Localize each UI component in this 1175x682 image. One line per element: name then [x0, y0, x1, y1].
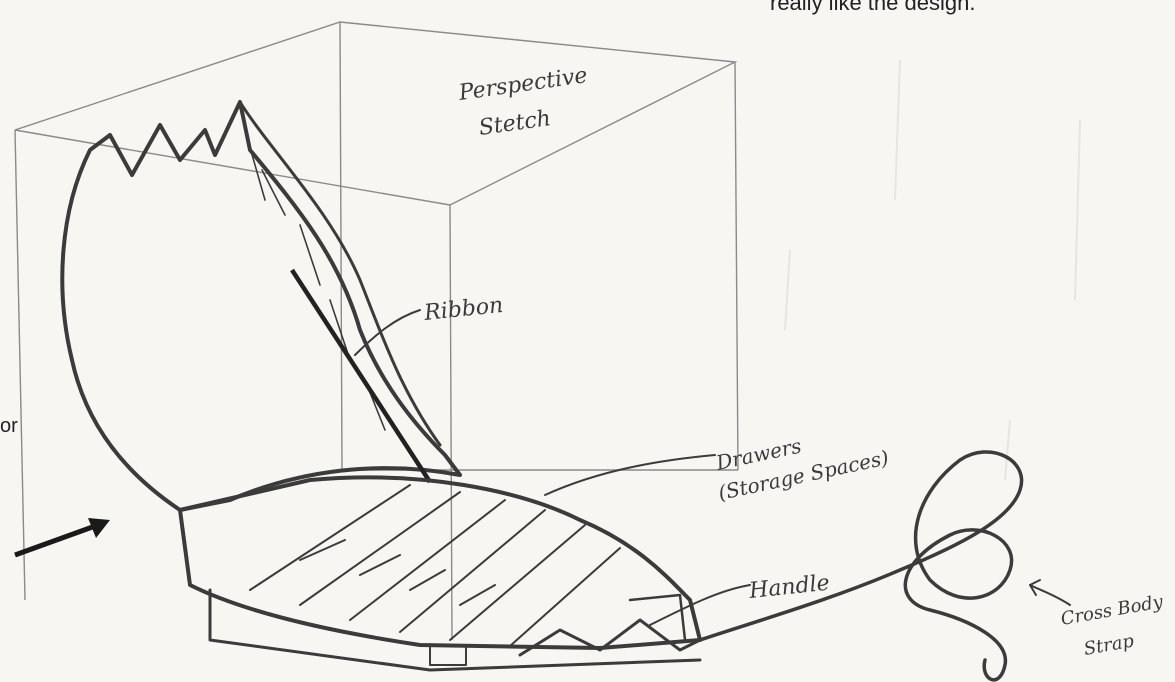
label-crossbody-line1: Cross Body [1059, 591, 1165, 630]
label-perspective-line2: Stetch [477, 106, 552, 141]
pointer-arrow [15, 518, 110, 555]
drawer-tray [180, 477, 700, 670]
label-handle: Handle [747, 571, 831, 604]
paper-texture [785, 60, 1080, 480]
label-crossbody-line2: Strap [1082, 630, 1136, 660]
leader-lines [355, 310, 1070, 625]
label-perspective-line1: Perspective [456, 63, 589, 106]
top-caption: really like the design. [770, 0, 975, 15]
side-fragment: or [0, 415, 18, 437]
label-ribbon: Ribbon [422, 293, 504, 326]
ribbon-line [292, 270, 430, 482]
crown-lid [62, 102, 460, 510]
